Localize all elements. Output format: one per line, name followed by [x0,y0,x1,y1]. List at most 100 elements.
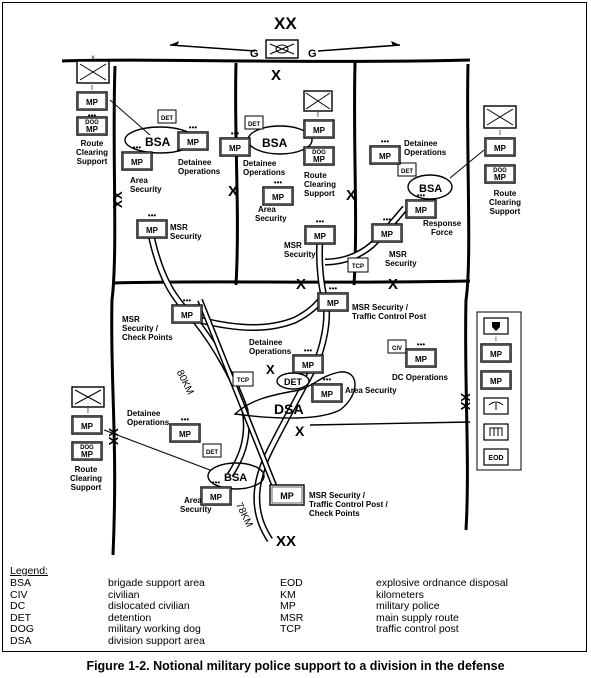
division-echelon-bottom: XX [276,533,296,550]
msr-security-tcp-upper: ••• MP MSR Security / Traffic Control Po… [317,284,427,321]
flank-marker-right: G [308,48,317,60]
detainee-ops-dsa-1: Detainee [249,338,283,347]
route-right-1: Route [494,189,517,198]
msr-tcp-lower-3: Check Points [309,509,360,518]
dsa-rear-line [309,421,471,426]
route-label-1: Route [81,139,104,148]
brigade-x-top: X [271,67,281,84]
route-label-3: Support [77,157,108,166]
legend-abbreviation: BSA [10,577,32,589]
mp-dog-label: MP [86,125,99,134]
area-security-dsa: ••• MP Area Security [311,375,397,403]
msr-check-3: Check Points [122,333,173,342]
route-label-2: Clearing [76,148,108,157]
x-dsa-marker: X [266,362,275,377]
legend-abbreviation: DC [10,600,26,613]
mp-lower-msr: MP [280,491,294,501]
division-boundary-top: XX [61,14,471,63]
flank-arrows: G G [169,39,401,60]
det-dsa-label: DET [284,377,303,387]
unit-dots: ••• [148,211,157,220]
mp-left-bsa: MP [187,138,200,147]
msr-security-middle: ••• MP MSR Security TCP [284,217,369,273]
mp-dc-ops: MP [415,355,428,364]
msr-security-left-2: Security [170,232,202,241]
civ-label: CIV [392,346,402,352]
msr-security-mid-2: Security [284,250,316,259]
division-echelon-left-lower: XX [106,428,121,446]
brigade-x-right: X [346,187,356,204]
mp-msr-right: MP [381,230,394,239]
unit-dots: ••• [304,346,313,355]
dsa-label: DSA [274,401,304,417]
figure-frame [2,2,587,652]
bsa-left: BSA DET ••• MP ••• MP Area Security Deta… [121,109,221,194]
mp-msr-check: MP [181,311,194,320]
dc-operations: CIV ••• MP DC Operations [387,339,449,382]
msr-tcp-upper-1: MSR Security / [352,303,409,312]
dog-mid-label: DOG [312,150,326,156]
legend-abbreviation: CIV [10,588,28,601]
right-unit-column: I MP MP EOD [476,311,522,471]
unit-dots: ••• [183,296,192,305]
legend-abbreviation: DOG [10,623,34,636]
mp-dsa-detainee: MP [302,361,315,370]
mp-lower-detainee: MP [179,430,192,439]
bsa-left-label: BSA [145,135,171,149]
msr-security-tcp-lower: MP MSR Security / Traffic Control Post /… [269,484,388,518]
mp-dsa-area: MP [321,390,334,399]
area-security-left-1: Area [130,176,148,185]
route-80km-label: 80KM [174,368,195,396]
unit-dots: ••• [189,123,198,132]
mp-col-2: MP [490,377,503,386]
detainee-ops-left-1: Detainee [178,158,212,167]
legend-abbreviation: DSA [10,635,32,647]
unit-dots: ••• [88,111,97,120]
tcp-upper-label: TCP [352,264,364,270]
unit-dots: ••• [323,375,332,384]
detainee-ops-mid-1: Detainee [243,159,277,168]
detainee-ops-lower-1: Detainee [127,409,161,418]
msr-tcp-lower-2: Traffic Control Post / [309,500,388,509]
detainee-ops-dsa: Detainee Operations ••• MP DET X TCP [232,338,324,390]
unit-dots: ••• [383,215,392,224]
route-clearing-support-lower-left: I MP DOG MP Route Clearing Support [70,386,211,492]
area-security-left-2: Security [130,185,162,194]
echelon-mark: X [91,56,95,62]
detainee-ops-dsa-2: Operations [249,347,292,356]
eod-label: EOD [488,455,503,462]
area-security-lower-1: Area [184,496,202,505]
division-flank-markers: XX XX XX XX [106,191,473,550]
unit-dots: ••• [274,178,283,187]
mp-dog-lower: MP [81,450,94,459]
unit-dots: ••• [212,478,221,487]
mp-right-response: MP [415,206,428,215]
msr-check-points-left: MSR Security / Check Points ••• MP [122,296,203,342]
unit-designator: I [91,85,93,92]
unit-designator: I [87,408,89,415]
brigade-x-bottom-right: X [388,276,398,293]
dog-label: DOG [85,120,99,126]
msr-security-left-1: MSR [170,223,188,232]
bsa-middle-label: BSA [262,136,288,150]
bsa-middle: BSA DET ••• MP Detainee Operations ••• M… [219,115,313,223]
unit-dots: ••• [329,284,338,293]
legend-abbreviation: KM [280,588,296,601]
dog-lower-label: DOG [80,445,94,451]
unit-designator: I [499,130,501,137]
mp-area-security-left: MP [131,158,144,167]
tcp-lower-label: TCP [237,378,249,384]
route-lower-1: Route [75,465,98,474]
area-security-dsa-label: Area Security [345,386,397,395]
legend-abbreviation: MSR [280,611,304,624]
unit-designator: I [317,112,319,119]
route-clearing-support-middle: I MP DOG MP Route Clearing Support [303,90,336,198]
route-mid-3: Support [304,189,335,198]
area-security-mid-1: Area [258,205,276,214]
bsa-lower-label: BSA [224,472,247,484]
area-security-lower-2: Security [180,505,212,514]
msr-security-mid-1: MSR [284,241,302,250]
bsa-right-label: BSA [419,183,442,195]
mp-mid-area: MP [272,193,285,202]
